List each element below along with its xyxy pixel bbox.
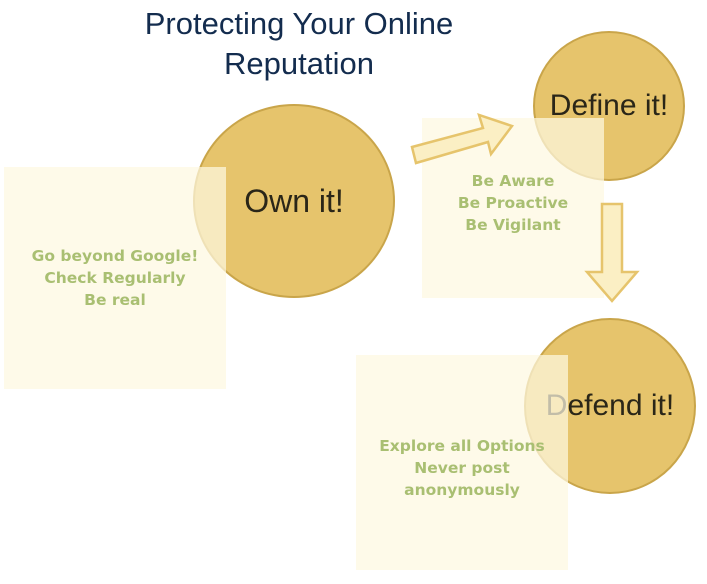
- defend-it-note-text: Explore all Options Never post anonymous…: [379, 435, 545, 501]
- own-it-note-text: Go beyond Google! Check Regularly Be rea…: [32, 245, 199, 311]
- define-it-note-line-1: Be Aware: [471, 172, 555, 190]
- defend-it-note-line-1: Explore all Options: [379, 436, 545, 455]
- defend-it-note-line-2: Never post: [414, 458, 510, 477]
- define-it-note-line-3: Be Vigilant: [465, 216, 561, 234]
- title-line-1: Protecting Your Online: [144, 6, 454, 41]
- define-it-label: Define it!: [549, 89, 669, 122]
- define-it-note-line-2: Be Proactive: [457, 194, 569, 212]
- title-line-2: Reputation: [224, 46, 374, 81]
- page-title: Protecting Your Online Reputation: [60, 4, 538, 84]
- defend-it-note-line-3: anonymously: [404, 480, 520, 499]
- own-it-label: Own it!: [244, 182, 344, 219]
- arrow-right-icon: [410, 113, 515, 165]
- own-it-note-line-3: Be real: [84, 291, 146, 309]
- own-it-note-line-1: Go beyond Google!: [31, 247, 199, 265]
- define-it-circle: Define it!: [533, 31, 685, 181]
- own-it-note: Go beyond Google! Check Regularly Be rea…: [4, 167, 226, 389]
- own-it-note-line-2: Check Regularly: [44, 269, 186, 287]
- defend-it-note: Explore all Options Never post anonymous…: [356, 355, 568, 570]
- define-it-note-text: Be Aware Be Proactive Be Vigilant: [458, 170, 568, 236]
- arrow-down-icon: [584, 202, 640, 303]
- own-it-circle: Own it!: [193, 104, 395, 298]
